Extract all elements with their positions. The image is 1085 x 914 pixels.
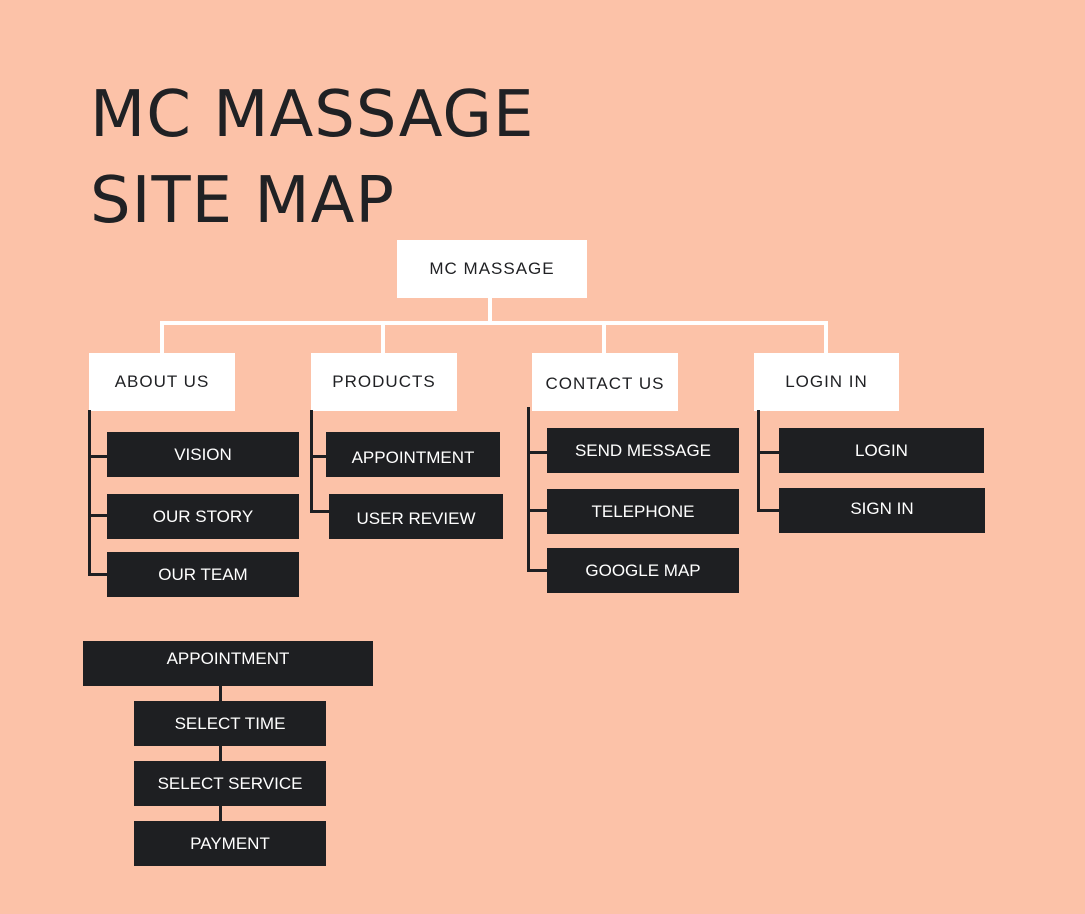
item-our-team: OUR TEAM (107, 552, 299, 597)
section-contact-us: CONTACT US (532, 353, 678, 411)
contact-branch-vertical (527, 407, 530, 572)
contact-branch-tick (527, 569, 548, 572)
products-connector (381, 321, 385, 354)
item-our-story: OUR STORY (107, 494, 299, 539)
contact-connector (602, 321, 606, 354)
item-appointment: APPOINTMENT (326, 432, 500, 477)
item-telephone: TELEPHONE (547, 489, 739, 534)
step-select-service: SELECT SERVICE (134, 761, 326, 806)
appointment-flow-connector (219, 685, 222, 825)
section-products: PRODUCTS (311, 353, 457, 411)
item-google-map: GOOGLE MAP (547, 548, 739, 593)
products-branch-tick (310, 455, 327, 458)
item-login: LOGIN (779, 428, 984, 473)
about-branch-tick (88, 514, 108, 517)
item-user-review: USER REVIEW (329, 494, 503, 539)
step-payment: PAYMENT (134, 821, 326, 866)
login-branch-tick (757, 451, 780, 454)
root-node: MC MASSAGE (397, 240, 587, 298)
root-connector-horizontal (160, 321, 828, 325)
item-sign-in: SIGN IN (779, 488, 985, 533)
title-line-2: SITE MAP (90, 164, 395, 238)
item-vision: VISION (107, 432, 299, 477)
step-select-time: SELECT TIME (134, 701, 326, 746)
about-branch-tick (88, 573, 108, 576)
root-connector-vertical (488, 298, 492, 324)
contact-branch-tick (527, 451, 548, 454)
section-about-us: ABOUT US (89, 353, 235, 411)
section-login-in: LOGIN IN (754, 353, 899, 411)
appointment-flow-header: APPOINTMENT (83, 641, 373, 686)
about-connector (160, 321, 164, 354)
login-branch-tick (757, 509, 780, 512)
contact-branch-tick (527, 509, 548, 512)
about-branch-vertical (88, 410, 91, 576)
about-branch-tick (88, 455, 108, 458)
products-branch-vertical (310, 410, 313, 513)
item-send-message: SEND MESSAGE (547, 428, 739, 473)
title-line-1: MC MASSAGE (90, 78, 535, 152)
login-connector (824, 321, 828, 354)
products-branch-tick (310, 510, 330, 513)
page-title: MC MASSAGE SITE MAP (90, 72, 534, 244)
login-branch-vertical (757, 410, 760, 512)
